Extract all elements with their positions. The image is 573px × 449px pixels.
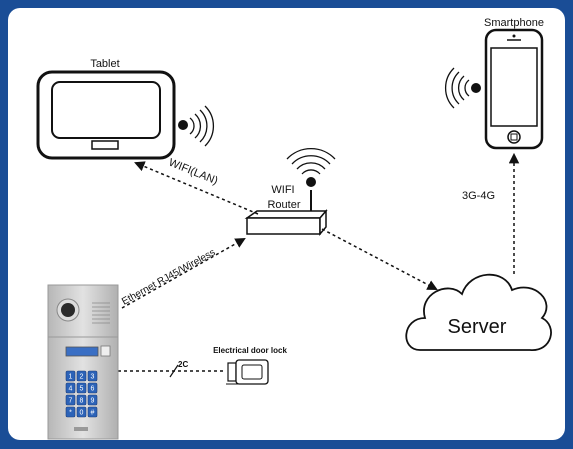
ethernet-label: Ethernet RJ45/Wireless (120, 247, 217, 308)
keypad-key-label: * (69, 410, 72, 417)
keypad-key: 5 (76, 382, 87, 394)
tablet-device (36, 70, 176, 160)
keypad-key-label: 4 (69, 386, 73, 393)
smartphone-label: Smartphone (484, 17, 544, 29)
wifi-router-device (244, 190, 328, 237)
keypad-key-label: 2 (80, 374, 84, 381)
keypad-key: 0 (76, 406, 87, 418)
keypad-key-label: 0 (80, 410, 84, 417)
keypad-key: # (87, 406, 98, 418)
keypad-key: 4 (65, 382, 76, 394)
tablet-label: Tablet (90, 58, 119, 70)
router-label-line2: Router (267, 199, 300, 211)
doorstation-to-router-link (121, 237, 246, 309)
keypad-key-label: 9 (91, 398, 95, 405)
keypad-key: 9 (87, 394, 98, 406)
door-lock-device (226, 359, 269, 385)
tablet-wifi-signal-icon (178, 105, 214, 147)
keypad-key-label: 6 (91, 386, 95, 393)
keypad-key-label: # (91, 410, 95, 417)
keypad-key: 8 (76, 394, 87, 406)
server-label: Server (448, 316, 507, 338)
smartphone-device (484, 28, 544, 150)
wifi-lan-label: WIFI(LAN) (167, 157, 220, 188)
keypad-key-label: 8 (80, 398, 84, 405)
cellular-label: 3G-4G (462, 190, 495, 202)
router-label-line1: WIFI (271, 184, 294, 196)
keypad-key: 3 (87, 370, 98, 382)
smartphone-wifi-signal-icon (445, 67, 481, 109)
router-wifi-signal-icon (286, 148, 336, 187)
router-to-server-link (321, 228, 438, 290)
keypad-key-label: 5 (80, 386, 84, 393)
two-c-label: 2C (178, 360, 188, 369)
keypad-key: * (65, 406, 76, 418)
keypad-key-label: 7 (69, 398, 73, 405)
keypad-key: 2 (76, 370, 87, 382)
keypad-key-label: 3 (91, 374, 95, 381)
door-lock-label: Electrical door lock (213, 346, 287, 355)
router-to-tablet-link (134, 161, 259, 215)
keypad-key: 1 (65, 370, 76, 382)
keypad-key: 7 (65, 394, 76, 406)
keypad-key: 6 (87, 382, 98, 394)
wire-break-mark (169, 364, 179, 378)
keypad-key-label: 1 (69, 374, 73, 381)
server-cloud-shape (405, 273, 552, 351)
